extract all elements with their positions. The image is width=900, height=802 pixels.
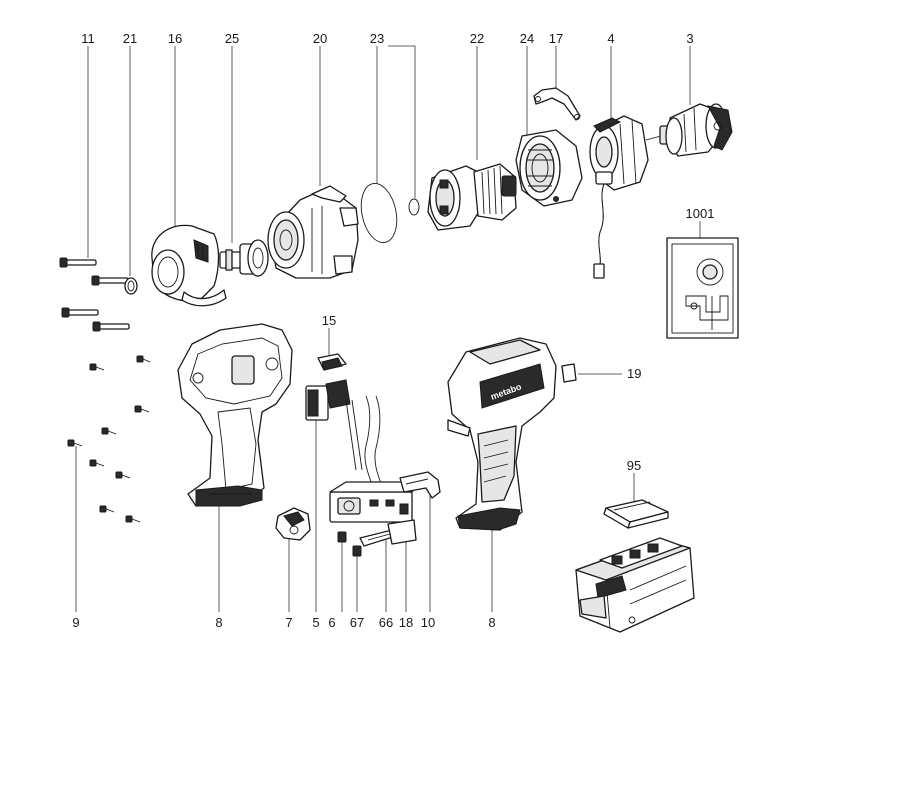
callout-17: 17	[549, 31, 563, 46]
hammer-mechanism-22	[427, 163, 517, 231]
callout-15: 15	[322, 313, 336, 328]
callout-7: 7	[285, 615, 292, 630]
callout-67: 67	[350, 615, 364, 630]
small-screws-9	[67, 355, 151, 523]
detail-box-1001	[666, 237, 739, 339]
callout-19: 19	[627, 366, 641, 381]
motor-rotor-3	[645, 103, 733, 157]
callout-9: 9	[72, 615, 79, 630]
callout-21: 21	[123, 31, 137, 46]
long-screw-11-c	[61, 307, 99, 318]
front-cover-16	[151, 224, 227, 307]
bracket-17	[533, 87, 581, 121]
callout-8-right: 8	[488, 615, 495, 630]
callout-1001: 1001	[686, 206, 715, 221]
battery-pack	[575, 537, 695, 633]
callout-66: 66	[379, 615, 393, 630]
battery-cover-95	[603, 499, 669, 529]
switch-button-15	[317, 353, 347, 371]
anvil-shaft-25	[219, 239, 269, 277]
callout-6: 6	[328, 615, 335, 630]
belt-clip-7	[275, 507, 311, 541]
long-screw-11-d	[92, 321, 130, 332]
long-screw-11-a	[59, 257, 97, 268]
callout-5: 5	[312, 615, 319, 630]
callout-4: 4	[607, 31, 614, 46]
callout-labels: 11 21 16 25 20 23 22 24 17 4 3 1001 15 1…	[72, 31, 714, 630]
callout-11: 11	[81, 31, 95, 46]
callout-16: 16	[168, 31, 182, 46]
pin-67	[352, 545, 362, 557]
spring-6	[337, 531, 347, 543]
switch-5	[305, 379, 363, 471]
callout-3: 3	[686, 31, 693, 46]
housing-half-right-8: metabo	[447, 337, 557, 531]
electronics-module	[329, 395, 421, 523]
callout-95: 95	[627, 458, 641, 473]
washer-21	[124, 277, 138, 295]
long-screw-11-b	[91, 275, 129, 286]
callout-25: 25	[225, 31, 239, 46]
motor-stator-4	[589, 115, 649, 279]
callout-22: 22	[470, 31, 484, 46]
housing-half-left-8	[177, 323, 293, 507]
callout-8-left: 8	[215, 615, 222, 630]
leader-lines	[75, 45, 701, 612]
callout-23: 23	[370, 31, 384, 46]
label-18	[387, 519, 417, 545]
callout-10: 10	[421, 615, 435, 630]
o-ring-23-small	[408, 198, 420, 216]
callout-24: 24	[520, 31, 534, 46]
bearing-flange-24	[515, 129, 583, 207]
battery-latch-10	[399, 471, 441, 499]
callout-18: 18	[399, 615, 413, 630]
gear-housing-20	[267, 185, 359, 279]
callout-20: 20	[313, 31, 327, 46]
o-ring-23-large	[360, 182, 398, 244]
plate-19	[561, 363, 577, 383]
